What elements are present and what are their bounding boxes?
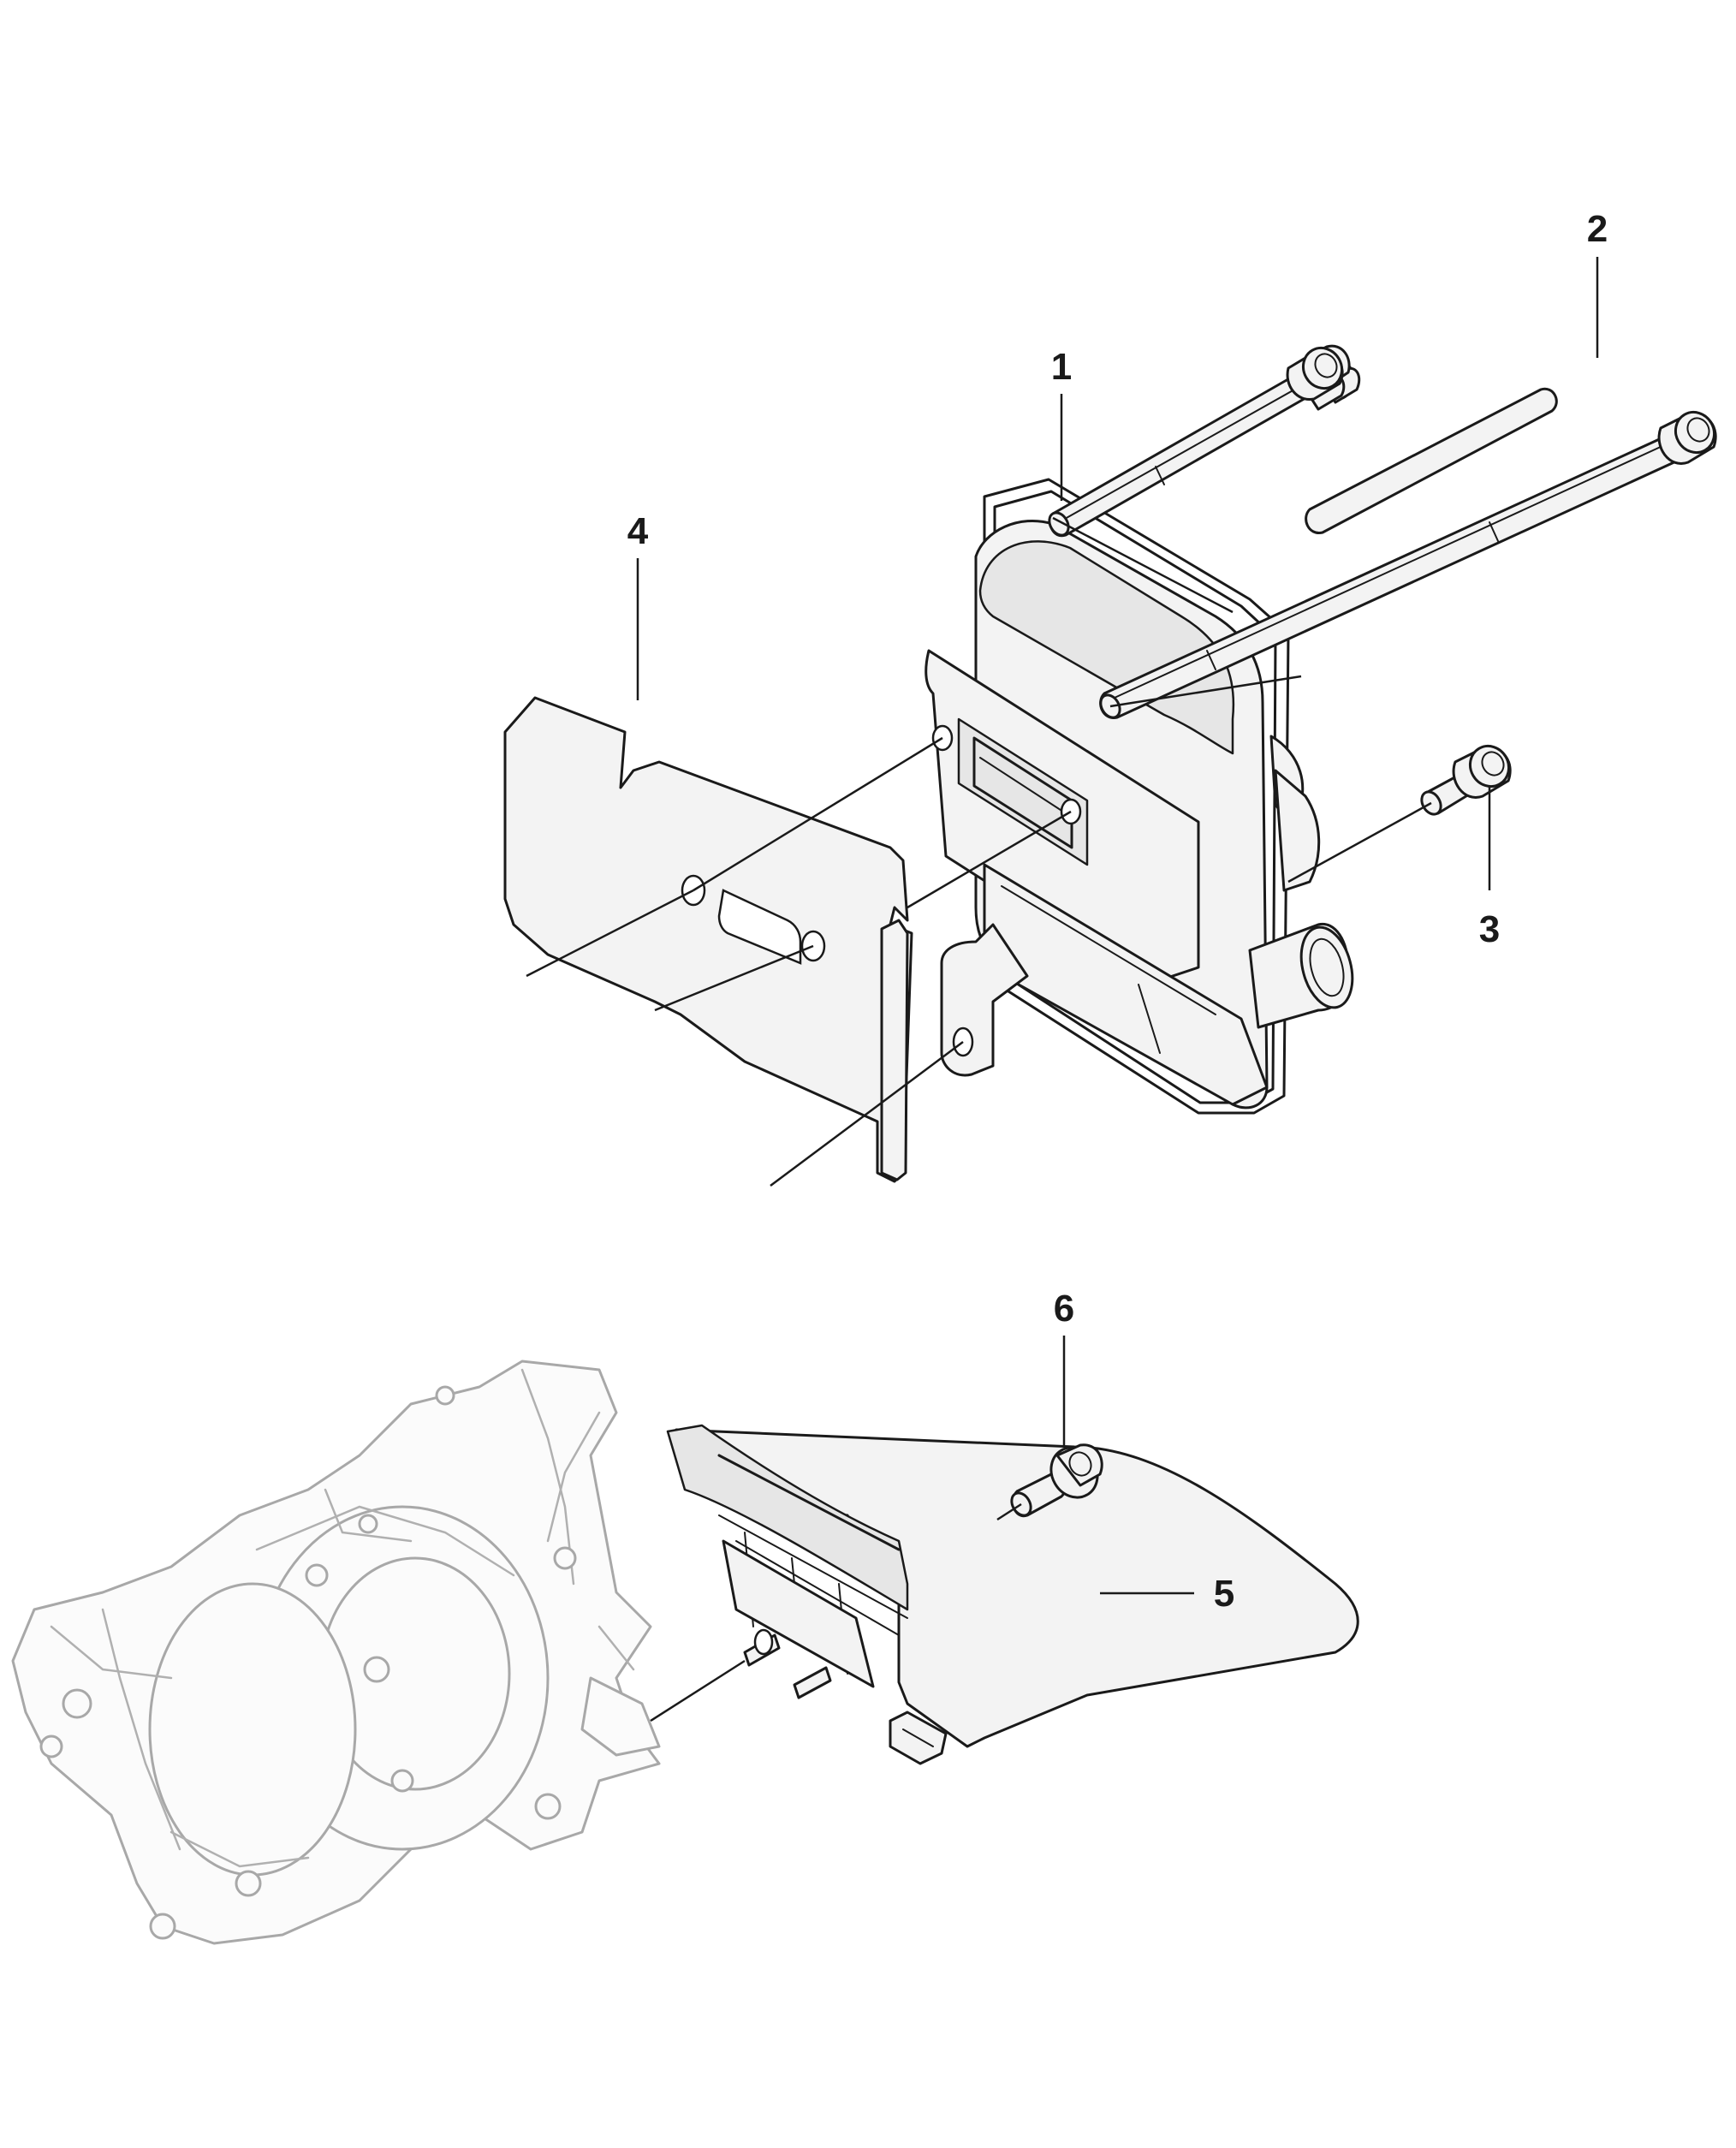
assembly-lines: [526, 257, 1599, 1723]
callout-5: 5: [1214, 1573, 1234, 1615]
callout-2: 2: [1587, 208, 1608, 250]
assembly-line-shield-lower: [654, 944, 814, 1012]
muffler-part-1: [924, 478, 1354, 1115]
heat-shield-part-4: [503, 696, 913, 1183]
assembly-line-short-bolt: [1287, 801, 1432, 884]
assembly-line-screw: [996, 1502, 1022, 1521]
callout-6: 6: [1054, 1288, 1074, 1330]
assembly-line-upper-hole: [693, 736, 943, 892]
crankcase-ghost: [11, 1360, 661, 1945]
bolt-part-2: [1048, 344, 1717, 719]
assembly-line-bracket-crankcase: [650, 1659, 746, 1723]
callout-4: 4: [627, 510, 649, 552]
assembly-line-bolt-lower: [1109, 675, 1302, 708]
bolt-part-3: [1420, 744, 1512, 816]
assembly-line-bracket-hole: [770, 1040, 964, 1187]
bracket-part-5: [666, 1424, 1359, 1765]
assembly-line-shield-upper: [526, 889, 694, 978]
callout-3: 3: [1479, 908, 1500, 950]
assembly-line-lower-hole: [907, 810, 1072, 909]
assembly-line-bolt-upper: [1052, 516, 1234, 614]
callout-1: 1: [1051, 346, 1072, 388]
